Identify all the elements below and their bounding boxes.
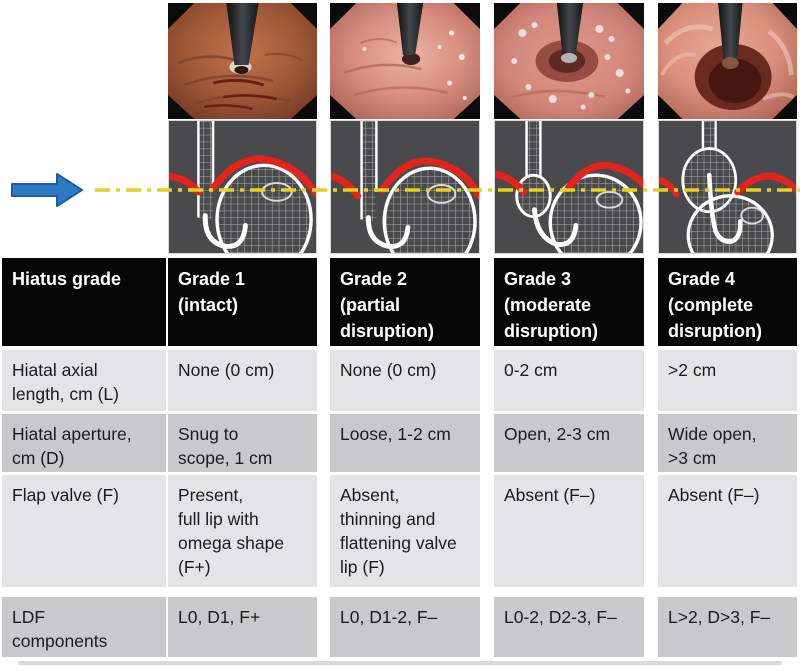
table-cell: 0-2 cm — [494, 350, 644, 411]
diaphragm-arc — [331, 172, 362, 200]
diaphragm-arc — [564, 161, 643, 192]
header-grade-1: Grade 1 (intact) — [168, 258, 317, 346]
stomach-wireframe — [215, 163, 313, 253]
bottom-divider — [18, 661, 782, 665]
header-grade-4: Grade 4 (complete disruption) — [658, 258, 797, 346]
stomach-wireframe — [686, 194, 774, 253]
header-hiatus-grade: Hiatus grade — [2, 258, 166, 346]
table-cell: Absent (F–) — [494, 475, 644, 587]
table-cell: Absent (F–) — [658, 475, 797, 587]
diaphragm-arc — [209, 155, 316, 198]
endoscopy-photo-grade-1 — [168, 3, 317, 119]
retroflexed-scope — [532, 207, 579, 247]
retroflexed-scope — [706, 172, 743, 244]
esophagus-tube — [526, 121, 541, 179]
stomach-schematic-grade-3 — [494, 120, 644, 254]
stomach-schematic-grade-4 — [658, 120, 797, 254]
table-cell: Snug to scope, 1 cm — [168, 414, 317, 472]
row-label-hiatal-axial-length: Hiatal axial length, cm (L) — [2, 350, 166, 411]
endoscopy-photo-grade-3 — [494, 3, 644, 119]
endoscopy-photo-grade-4 — [658, 3, 797, 119]
table-cell: Wide open, >3 cm — [658, 414, 797, 472]
direction-arrow-icon — [11, 173, 83, 207]
header-grade-2: Grade 2 (partial disruption) — [330, 258, 480, 346]
header-grade-3: Grade 3 (moderate disruption) — [494, 258, 644, 346]
table-cell: None (0 cm) — [330, 350, 480, 411]
table-cell: Absent, thinning and flattening valve li… — [330, 475, 480, 587]
esophagus-tube — [361, 121, 377, 222]
diaphragm-arc — [659, 176, 680, 198]
table-cell: L0, D1-2, F– — [330, 597, 480, 657]
hiatus-reference-line — [95, 188, 800, 192]
retroflexed-scope — [202, 213, 248, 249]
mucosal-foam — [511, 22, 631, 110]
table-cell: Open, 2-3 cm — [494, 414, 644, 472]
hiatus-opening — [401, 53, 421, 65]
endoscope-shaft — [556, 3, 584, 59]
row-label-flap-valve: Flap valve (F) — [2, 475, 166, 587]
endoscope-shaft — [718, 3, 743, 63]
table-cell: Present, full lip with omega shape (F+) — [168, 475, 317, 587]
stomach-wireframe — [382, 166, 477, 253]
endoscope-shaft — [396, 3, 424, 55]
row-label-ldf-components: LDF components — [2, 597, 166, 657]
table-cell: None (0 cm) — [168, 350, 317, 411]
esophagus-tube — [198, 121, 214, 220]
diaphragm-arc — [734, 172, 796, 196]
diaphragm-arc — [378, 157, 479, 200]
table-cell: >2 cm — [658, 350, 797, 411]
table-cell: L0, D1, F+ — [168, 597, 317, 657]
endoscopy-photo-grade-2 — [330, 3, 480, 119]
esophagus-tube — [702, 121, 716, 153]
retroflexed-scope — [366, 215, 411, 249]
table-cell: Loose, 1-2 cm — [330, 414, 480, 472]
row-label-hiatal-aperture: Hiatal aperture, cm (D) — [2, 414, 166, 472]
endoscope-shaft — [226, 3, 259, 65]
table-cell: L0-2, D2-3, F– — [494, 597, 644, 657]
table-cell: L>2, D>3, F– — [658, 597, 797, 657]
